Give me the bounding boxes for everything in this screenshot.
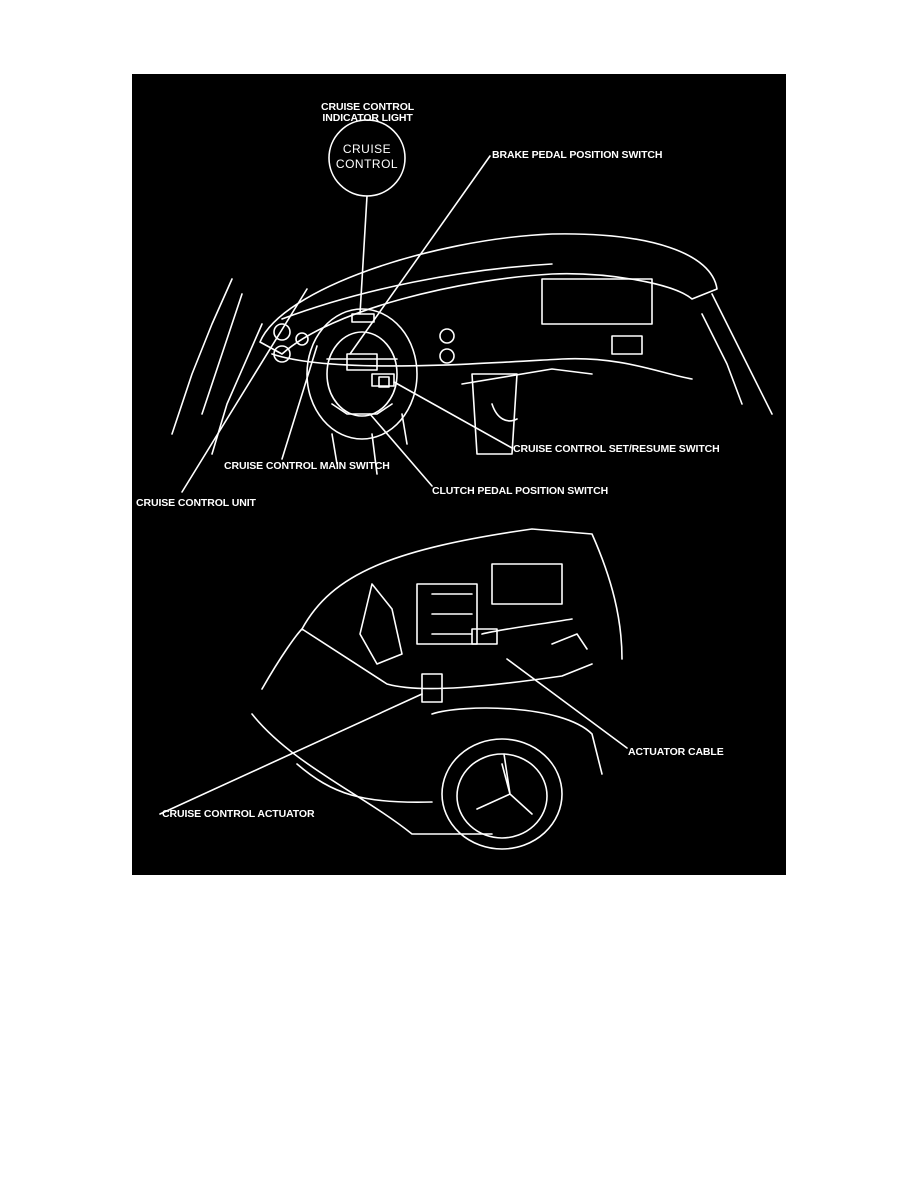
dashboard-lower <box>271 353 693 380</box>
label-actuator: CRUISE CONTROL ACTUATOR <box>162 808 315 820</box>
steering-wheel <box>306 308 418 440</box>
front-wheel <box>441 738 563 850</box>
label-main-switch: CRUISE CONTROL MAIN SWITCH <box>224 460 390 472</box>
label-control-unit: CRUISE CONTROL UNIT <box>136 497 256 509</box>
actuator-leader <box>159 693 423 815</box>
indicator-inset-text: CRUISE CONTROL <box>335 142 399 171</box>
brake-switch-leader <box>349 155 491 355</box>
diagram-figure: CRUISE CONTROL INDICATOR LIGHT CRUISE CO… <box>132 74 786 875</box>
label-actuator-cable: ACTUATOR CABLE <box>628 746 724 758</box>
label-indicator-light: CRUISE CONTROL INDICATOR LIGHT <box>321 101 415 124</box>
actuator-cable-leader <box>506 658 628 749</box>
label-clutch-switch: CLUTCH PEDAL POSITION SWITCH <box>432 485 609 497</box>
label-brake-switch: BRAKE PEDAL POSITION SWITCH <box>492 149 663 161</box>
set-resume-leader <box>393 381 513 449</box>
main-switch-leader <box>281 345 318 460</box>
car-front <box>261 628 593 690</box>
control-unit-leader <box>181 288 308 493</box>
label-set-resume-switch: CRUISE CONTROL SET/RESUME SWITCH <box>513 443 720 455</box>
line-art <box>159 119 773 850</box>
hood-outline <box>301 528 623 660</box>
indicator-leader <box>359 195 368 315</box>
dashboard-outline <box>259 233 718 355</box>
center-display <box>541 278 653 325</box>
clutch-switch-leader <box>369 413 433 487</box>
